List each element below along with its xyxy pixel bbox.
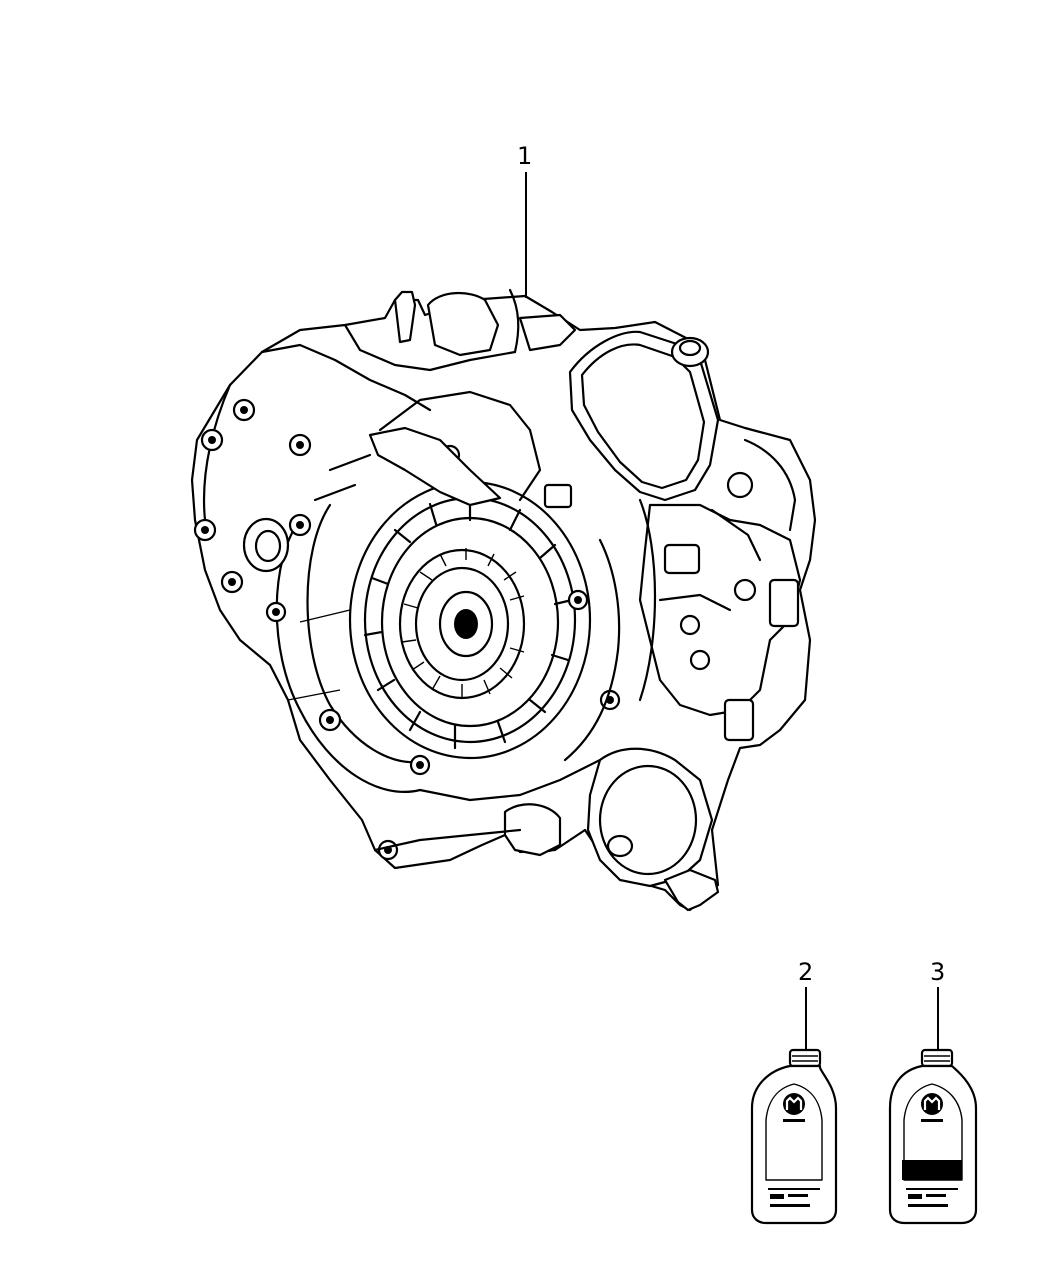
callout-number-1: 1 xyxy=(517,142,533,170)
fluid-bottle-2 xyxy=(750,987,838,1225)
transmission-assembly xyxy=(190,288,817,912)
mopar-logo-icon xyxy=(783,1093,805,1115)
callout-number-3: 3 xyxy=(930,958,946,986)
fluid-bottle-3 xyxy=(888,987,978,1225)
mopar-logo-icon xyxy=(921,1093,943,1115)
callout-number-2: 2 xyxy=(798,958,814,986)
